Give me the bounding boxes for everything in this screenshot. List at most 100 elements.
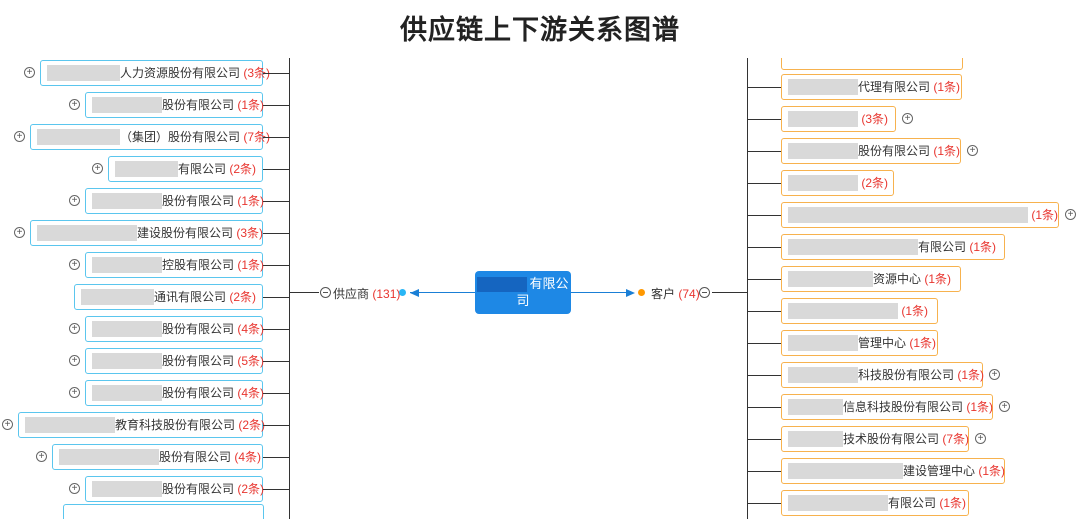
customer-count: (1条) xyxy=(1028,208,1059,222)
supplier-collapse-icon[interactable] xyxy=(320,287,331,298)
supplier-count: (5条) xyxy=(234,354,265,368)
customer-count: (7条) xyxy=(939,432,970,446)
supplier-node[interactable]: 股份有限公司 (2条) xyxy=(85,476,264,502)
customer-node[interactable]: 技术股份有限公司 (7条) xyxy=(781,426,969,452)
expand-plus-icon[interactable]: + xyxy=(14,131,25,142)
redacted-name xyxy=(788,238,918,255)
customer-node[interactable]: 代理有限公司 (1条) xyxy=(781,74,962,100)
supplier-dot-icon xyxy=(399,289,406,296)
redacted-name xyxy=(92,480,162,497)
supplier-node[interactable]: 建设股份有限公司 (3条) xyxy=(30,220,263,246)
customer-count: (1条) xyxy=(975,464,1006,478)
relationship-graph: 供应商 (131) 有限公司 客户 (74) 人力资源股份有限公司 (3条) + 股… xyxy=(0,58,1080,519)
customer-name: 有限公司 xyxy=(918,240,967,254)
expand-plus-icon[interactable]: + xyxy=(69,259,80,270)
redacted-name xyxy=(92,256,162,273)
redacted-name xyxy=(788,334,858,351)
supplier-connector xyxy=(263,233,289,234)
center-company-node[interactable]: 有限公司 xyxy=(475,271,571,314)
supplier-connector xyxy=(263,201,289,202)
redacted-name xyxy=(788,430,843,447)
customer-name: 技术股份有限公司 xyxy=(843,432,940,446)
expand-plus-icon[interactable]: + xyxy=(36,451,47,462)
supplier-connector xyxy=(263,297,289,298)
expand-plus-icon[interactable]: + xyxy=(967,145,978,156)
supplier-count: (4条) xyxy=(234,322,265,336)
redacted-name xyxy=(788,78,858,95)
supplier-node[interactable]: （集团）股份有限公司 (7条) xyxy=(30,124,270,150)
expand-plus-icon[interactable]: + xyxy=(2,419,13,430)
expand-plus-icon[interactable]: + xyxy=(69,387,80,398)
supplier-node[interactable]: 股份有限公司 (4条) xyxy=(85,316,265,342)
customer-node[interactable]: 信息科技股份有限公司 (1条) xyxy=(781,394,993,420)
expand-plus-icon[interactable]: + xyxy=(24,67,35,78)
customer-node[interactable]: 股份有限公司 (1条) xyxy=(781,138,961,164)
expand-plus-icon[interactable]: + xyxy=(902,113,913,124)
supplier-node[interactable]: 股份有限公司 (4条) xyxy=(85,380,264,406)
supplier-node[interactable]: 教育科技股份有限公司 (2条) xyxy=(18,412,265,438)
supplier-node-partial-bottom[interactable] xyxy=(63,504,264,519)
supplier-arrow-icon xyxy=(410,289,419,297)
redacted-name xyxy=(25,416,115,433)
redacted-name xyxy=(477,277,528,293)
supplier-count: (4条) xyxy=(231,450,262,464)
customer-node-partial-top[interactable] xyxy=(781,58,963,70)
redacted-name xyxy=(788,206,1028,223)
customer-node[interactable]: 有限公司 (1条) xyxy=(781,490,969,516)
supplier-connector xyxy=(263,361,289,362)
customer-node[interactable]: (2条) xyxy=(781,170,894,196)
customer-connector xyxy=(747,215,781,216)
customer-connector xyxy=(747,87,781,88)
supplier-node[interactable]: 股份有限公司 (4条) xyxy=(52,444,263,470)
supplier-branch-label[interactable]: 供应商 (131) xyxy=(333,287,401,301)
customer-node[interactable]: 科技股份有限公司 (1条) xyxy=(781,362,984,388)
supplier-node[interactable]: 通讯有限公司 (2条) xyxy=(74,284,263,310)
supplier-name: 股份有限公司 xyxy=(162,194,235,208)
customer-node[interactable]: (3条) xyxy=(781,106,896,132)
customer-connector xyxy=(747,343,781,344)
redacted-name xyxy=(788,270,873,287)
customer-count: (1条) xyxy=(930,144,961,158)
customer-collapse-icon[interactable] xyxy=(699,287,710,298)
expand-plus-icon[interactable]: + xyxy=(69,483,80,494)
customer-connector xyxy=(747,247,781,248)
customer-trunk xyxy=(712,292,747,293)
supplier-node[interactable]: 股份有限公司 (5条) xyxy=(85,348,265,374)
supplier-node[interactable]: 有限公司 (2条) xyxy=(108,156,263,182)
supplier-node[interactable]: 股份有限公司 (1条) xyxy=(85,188,264,214)
supplier-count: (3条) xyxy=(240,66,271,80)
supplier-connector xyxy=(263,137,289,138)
expand-plus-icon[interactable]: + xyxy=(69,323,80,334)
supplier-count: (2条) xyxy=(226,162,257,176)
redacted-name xyxy=(788,398,843,415)
customer-count: (1条) xyxy=(936,496,967,510)
expand-plus-icon[interactable]: + xyxy=(69,99,80,110)
customer-node[interactable]: (1条) xyxy=(781,202,1059,228)
customer-branch-label[interactable]: 客户 (74) xyxy=(651,287,700,301)
supplier-node[interactable]: 人力资源股份有限公司 (3条) xyxy=(40,60,270,86)
expand-plus-icon[interactable]: + xyxy=(975,433,986,444)
customer-node[interactable]: 资源中心 (1条) xyxy=(781,266,961,292)
expand-plus-icon[interactable]: + xyxy=(999,401,1010,412)
expand-plus-icon[interactable]: + xyxy=(14,227,25,238)
supplier-node[interactable]: 股份有限公司 (1条) xyxy=(85,92,264,118)
customer-connector xyxy=(747,119,781,120)
supplier-connector xyxy=(263,489,289,490)
expand-plus-icon[interactable]: + xyxy=(92,163,103,174)
expand-plus-icon[interactable]: + xyxy=(69,195,80,206)
supplier-name: 教育科技股份有限公司 xyxy=(115,418,236,432)
redacted-name xyxy=(92,320,162,337)
supplier-link xyxy=(410,292,475,293)
supplier-connector xyxy=(263,457,289,458)
supplier-name: 股份有限公司 xyxy=(162,322,235,336)
customer-node[interactable]: 建设管理中心 (1条) xyxy=(781,458,1005,484)
supplier-node[interactable]: 控股有限公司 (1条) xyxy=(85,252,264,278)
customer-node[interactable]: 管理中心 (1条) xyxy=(781,330,938,356)
expand-plus-icon[interactable]: + xyxy=(69,355,80,366)
expand-plus-icon[interactable]: + xyxy=(1065,209,1076,220)
customer-node[interactable]: 有限公司 (1条) xyxy=(781,234,1005,260)
customer-node[interactable]: (1条) xyxy=(781,298,938,324)
customer-count: (1条) xyxy=(963,400,994,414)
redacted-name xyxy=(115,160,178,177)
expand-plus-icon[interactable]: + xyxy=(989,369,1000,380)
